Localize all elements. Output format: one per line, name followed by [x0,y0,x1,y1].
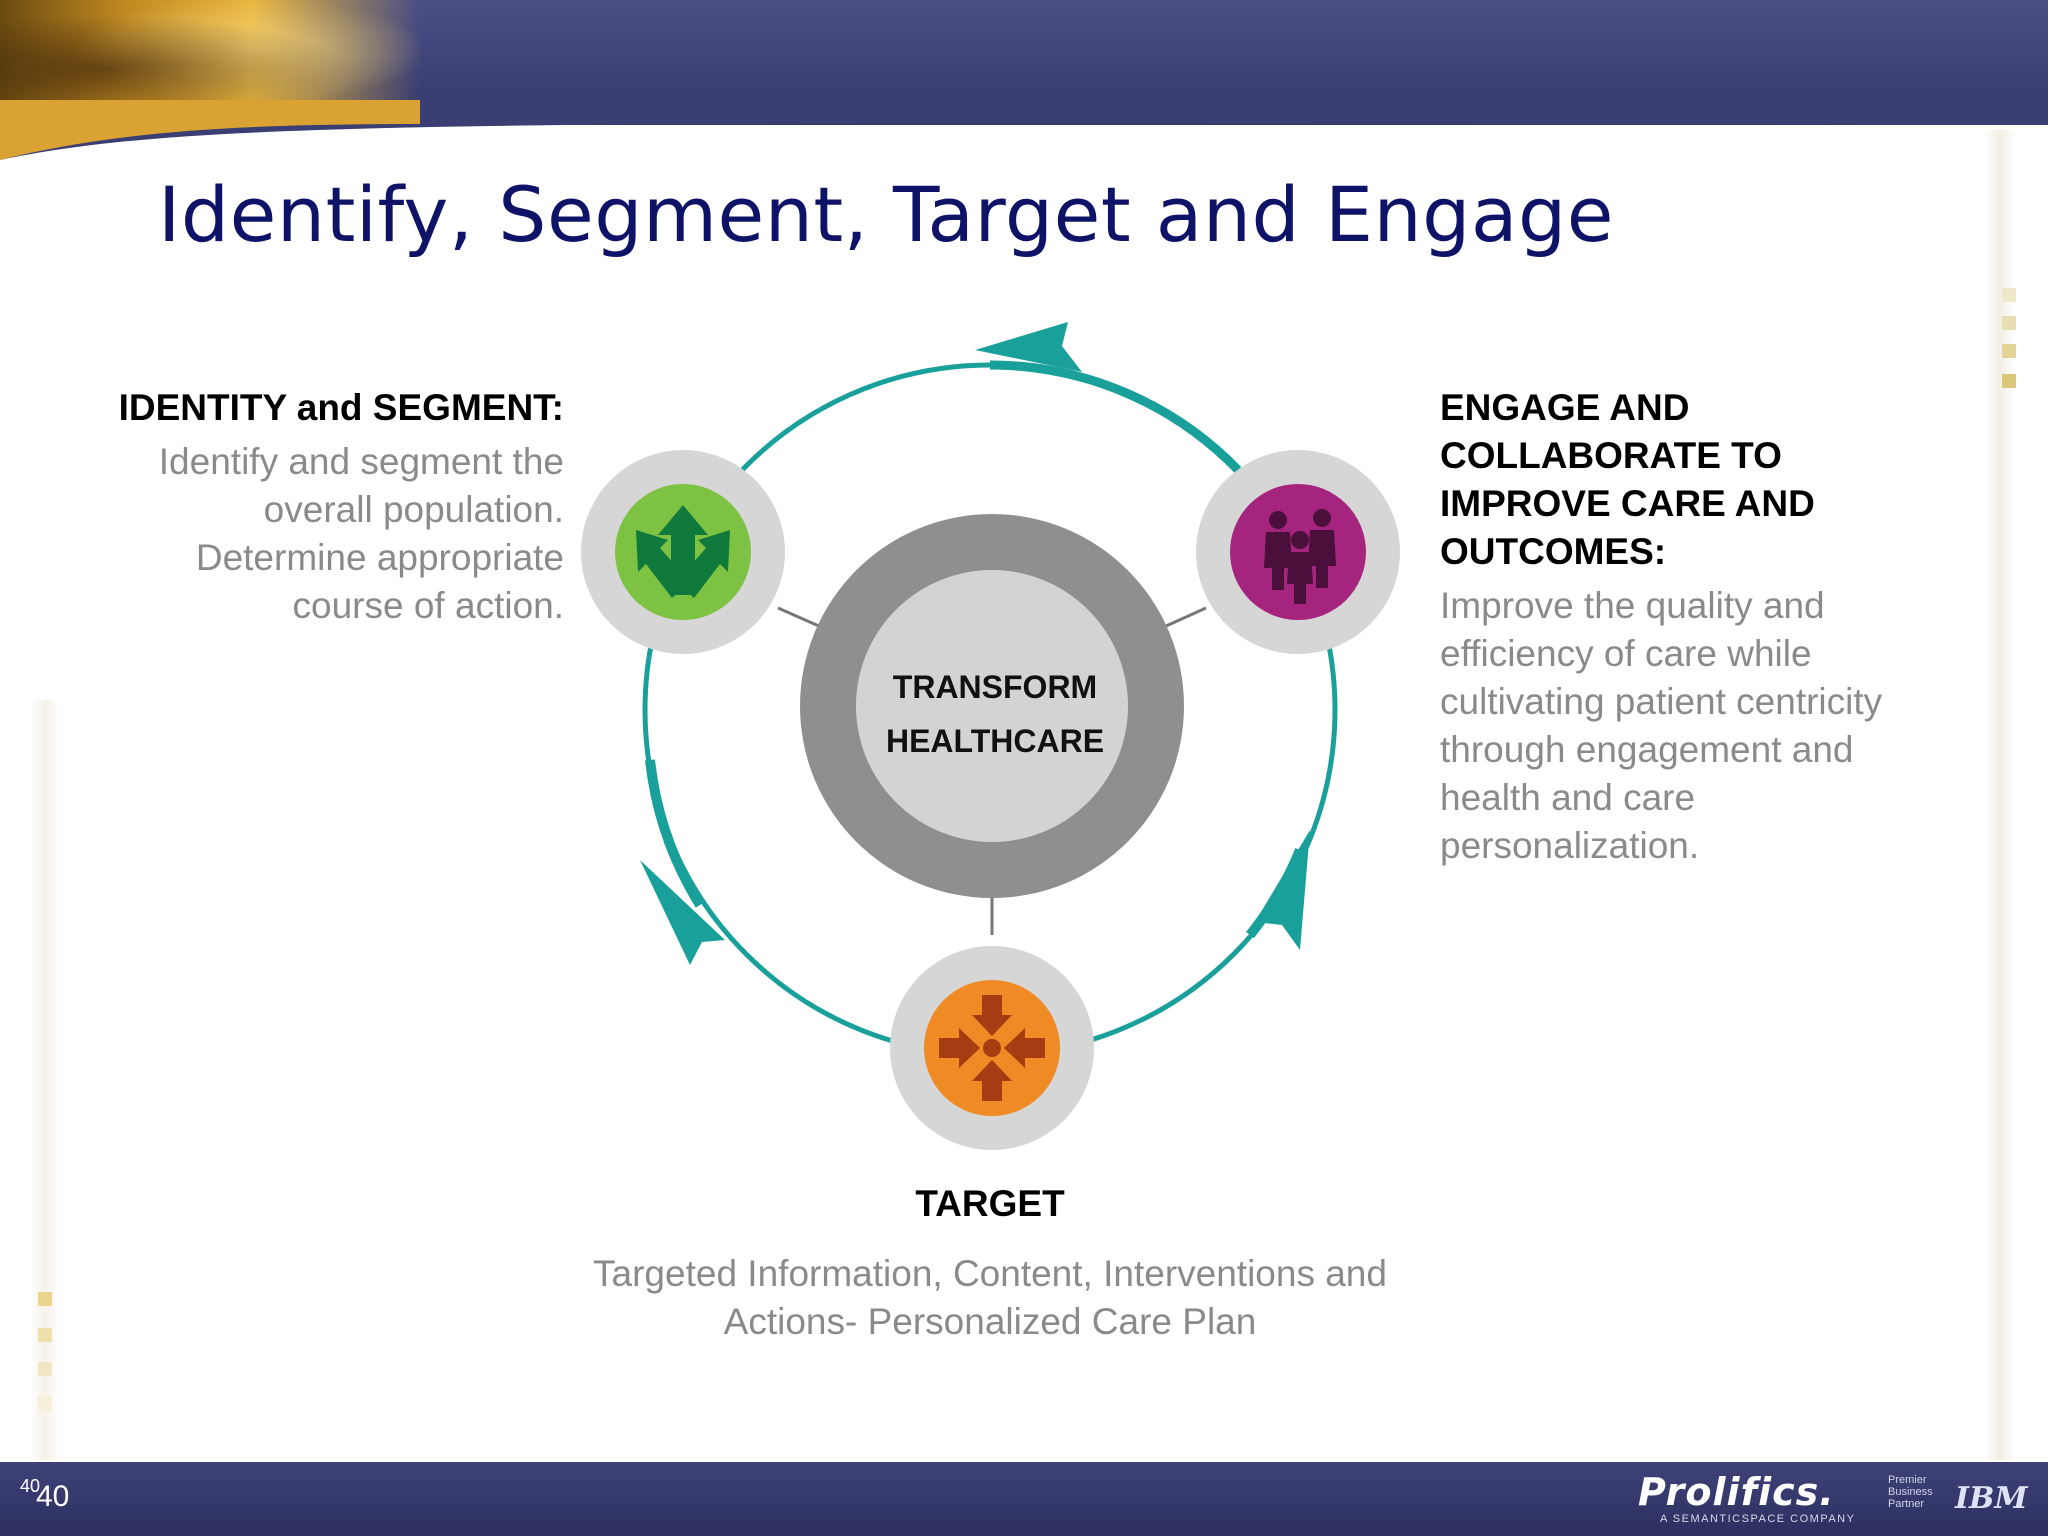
decor-square [2002,316,2016,330]
engage-body: Improve the quality and efficiency of ca… [1440,582,1960,870]
decor-square [2002,374,2016,388]
target-text-block: TARGET Targeted Information, Content, In… [520,1180,1460,1346]
header-swoosh [0,100,2048,160]
engage-heading-line: OUTCOMES: [1440,531,1667,572]
engage-heading-line: ENGAGE AND [1440,387,1690,428]
target-body-line: Targeted Information, Content, Intervent… [593,1253,1387,1294]
target-heading: TARGET [915,1183,1065,1224]
page-number-small: 40 [20,1476,41,1496]
decor-square [2002,344,2016,358]
decor-square [38,1396,52,1410]
decor-square [38,1292,52,1306]
decor-square [38,1362,52,1376]
people-icon [1264,509,1336,604]
engage-heading: ENGAGE AND COLLABORATE TO IMPROVE CARE A… [1440,384,1960,576]
engage-body-line: Improve the quality and [1440,585,1825,626]
identify-text-block: IDENTITY and SEGMENT: Identify and segme… [40,384,564,630]
page-number: 40 [36,1480,70,1513]
identify-body-line: overall population. [263,489,564,530]
partner-label: Premier Business Partner [1888,1474,1933,1510]
identify-body-line: Determine appropriate [195,537,564,578]
engage-text-block: ENGAGE AND COLLABORATE TO IMPROVE CARE A… [1440,384,1960,870]
decor-square [2002,288,2016,302]
ibm-logo: IBM [1955,1481,2028,1516]
engage-heading-line: COLLABORATE TO [1440,435,1782,476]
decor-square [38,1328,52,1342]
engage-body-line: through engagement and [1440,729,1854,770]
ring-arrow-top-icon [975,322,1082,372]
center-label-line1: TRANSFORM [892,669,1098,705]
partner-line: Premier [1888,1474,1927,1486]
converging-arrows-icon [939,995,1045,1101]
partner-line: Business [1888,1486,1933,1498]
slide-title: Identify, Segment, Target and Engage [158,170,1614,259]
identify-heading: IDENTITY and SEGMENT: [118,387,564,428]
ring-arrow-left-icon [640,860,725,965]
engage-heading-line: IMPROVE CARE AND [1440,483,1815,524]
prolifics-logo: Prolifics. [1638,1470,1835,1514]
partner-line: Partner [1888,1498,1925,1510]
prolifics-tagline: A SEMANTICSPACE COMPANY [1660,1513,1856,1525]
footer-band [0,1462,2048,1536]
branch-arrows-icon [636,505,730,598]
identify-body-line: course of action. [292,585,564,626]
center-disc [856,570,1128,842]
identify-body: Identify and segment the overall populat… [40,438,564,630]
engage-body-line: health and care [1440,777,1696,818]
engage-body-line: personalization. [1440,825,1700,866]
target-body: Targeted Information, Content, Intervent… [520,1250,1460,1346]
center-label-line2: HEALTHCARE [885,723,1105,759]
engage-body-line: cultivating patient centricity [1440,681,1883,722]
target-body-line: Actions- Personalized Care Plan [723,1301,1257,1342]
center-label: TRANSFORM HEALTHCARE [855,660,1135,768]
engage-body-line: efficiency of care while [1440,633,1812,674]
identify-body-line: Identify and segment the [158,441,564,482]
